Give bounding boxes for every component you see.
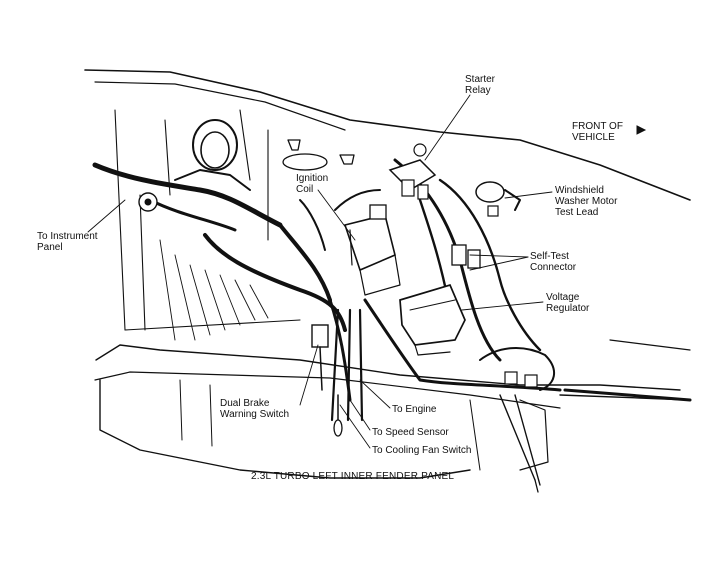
label-windshield-washer: Windshield Washer Motor Test Lead <box>555 185 618 218</box>
arrow-right-icon <box>636 125 647 135</box>
label-self-test-connector: Self-Test Connector <box>530 251 577 273</box>
label-to-instrument-panel: To Instrument Panel <box>37 231 98 253</box>
washer-test-lead-shape <box>475 181 521 217</box>
label-front-of-vehicle: FRONT OF VEHICLE <box>572 121 623 143</box>
label-dual-brake-switch: Dual Brake Warning Switch <box>220 398 290 420</box>
left-bay-ribs <box>114 109 301 341</box>
voltage-regulator-shape <box>399 283 466 356</box>
dual-brake-switch-shape <box>311 324 343 437</box>
harness-loom <box>138 119 251 212</box>
leader-lines <box>87 94 553 449</box>
diagram-caption: 2.3L TURBO LEFT INNER FENDER PANEL <box>251 471 455 482</box>
label-starter-relay: Starter Relay <box>465 74 496 96</box>
label-voltage-regulator: Voltage Regulator <box>546 292 590 314</box>
ignition-coil-shape <box>343 204 401 296</box>
label-to-cooling-fan-switch: To Cooling Fan Switch <box>372 445 472 456</box>
label-to-speed-sensor: To Speed Sensor <box>372 427 449 438</box>
self-test-connector-shape <box>451 244 481 269</box>
fender-hardware <box>282 139 355 171</box>
starter-relay-shape <box>388 143 437 200</box>
label-ignition-coil: Ignition Coil <box>296 173 329 195</box>
label-to-engine: To Engine <box>392 404 437 415</box>
lower-connectors <box>479 347 555 493</box>
